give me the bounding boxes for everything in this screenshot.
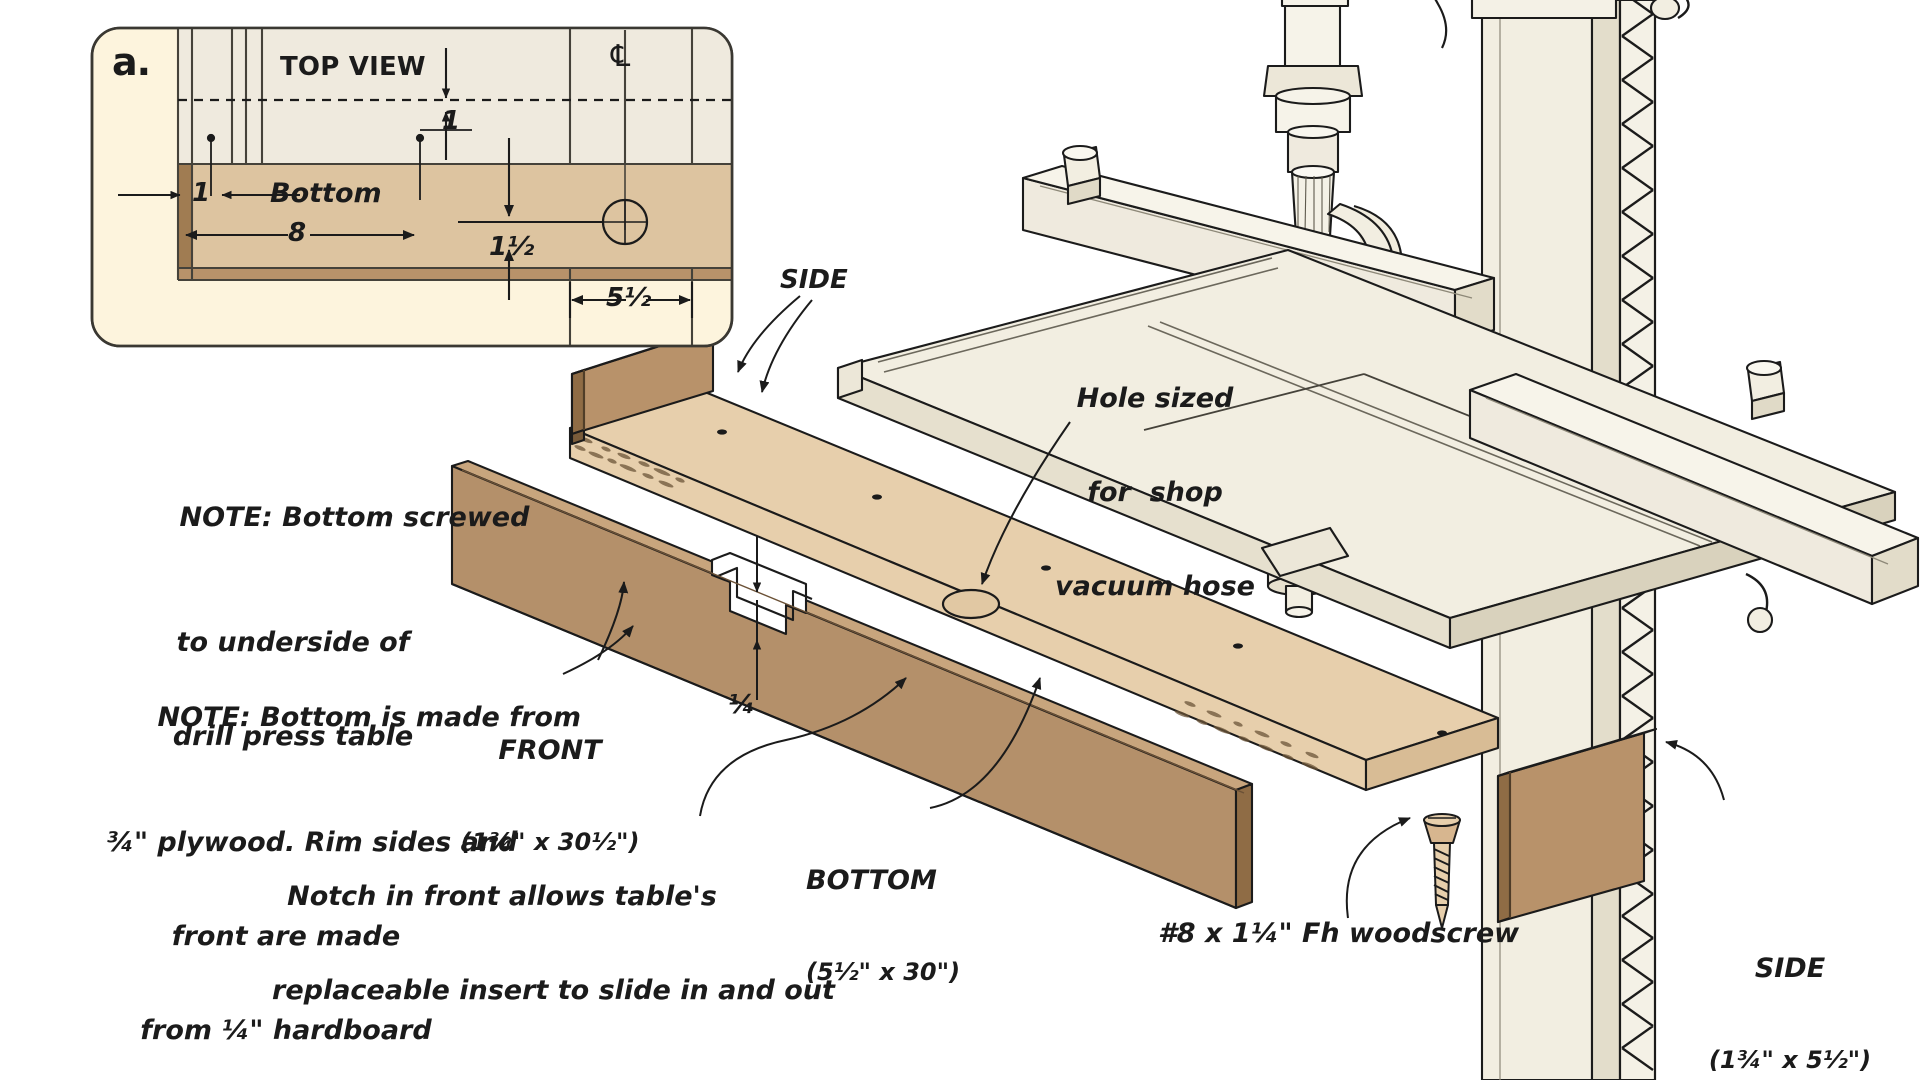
leader-front [597,581,629,661]
note-screwed-line-3: drill press table [172,721,414,753]
label-front-part: FRONT (1¾" x 30½") [450,672,650,919]
note-screwed-line-1: NOTE: Bottom screwed [128,471,530,565]
leader-hole-note [980,421,1071,585]
screw-pilot-holes [717,429,1447,736]
drill-press-table [836,144,1920,650]
leader-side-top [759,299,813,393]
front-rim [450,459,1254,910]
detail-key-label: a. [112,40,151,84]
dim-label-1-left: 1 [192,178,211,208]
note-notch-line-2: replaceable insert to slide in and out [272,974,835,1006]
label-side-name: SIDE [1754,952,1826,984]
label-bottom-size: (5½" x 30") [806,957,961,986]
note-hole-sized: Hole sized for shop vacuum hose [1020,320,1290,664]
leader-screw [1345,817,1411,919]
note-woodscrew: #8 x 1¼" Fh woodscrew [1158,918,1520,949]
note-notch: Notch in front allows table's replaceabl… [272,818,835,1069]
label-side-part: SIDE (1¾" x 5½") [1690,890,1890,1080]
plywood-edge-texture [574,436,1319,770]
vacuum-hose-hole [941,588,1001,620]
note-material-lead: NOTE: [157,701,251,733]
centerline-symbol: ℄ [611,39,631,74]
label-front-name: FRONT [498,734,602,766]
note-material-text-1: Bottom is made from [250,701,582,733]
label-side-top: SIDE [780,265,848,295]
side-rim-right [1496,727,1658,924]
dim-label-1-vertical: 1 [442,106,461,136]
note-hole-line-2: for shop [1087,476,1223,508]
leader-notch [699,677,907,817]
note-screwed-line-2: to underside of [176,627,410,659]
label-bottom-name: BOTTOM [806,864,937,896]
note-screwed-lead: NOTE: [179,501,273,533]
note-bottom-screwed: NOTE: Bottom screwed to underside of dri… [128,408,530,815]
label-front-size: (1¾" x 30½") [460,827,640,856]
flat-head-woodscrew [1423,813,1461,929]
leader-bottom [929,677,1042,809]
note-material-line-4: from ¼" hardboard [140,1015,432,1047]
dim-label-1-half: 1½ [489,232,535,262]
note-hole-line-1: Hole sized [1076,382,1234,414]
table-front-rail [1468,372,1920,606]
rail-clamp-knob-right [1745,359,1786,421]
detail-part-label-bottom: Bottom [270,178,382,209]
dim-1-5-vertical [458,138,604,300]
leader-lines [562,295,1725,919]
note-notch-line-1: Notch in front allows table's [287,880,717,912]
note-screwed-text-1: Bottom screwed [272,501,530,533]
detail-panel-a [90,26,734,348]
rail-clamp-knob-left [1061,144,1102,206]
label-side-size: (1¾" x 5½") [1708,1045,1872,1074]
drill-press-head [1262,0,1364,394]
dim-label-5-half: 5½ [606,283,652,313]
dim-label-hardboard-thickness: ¼ [728,690,755,720]
table-trunnion [1260,526,1350,578]
bottom-plywood-panel [568,388,1500,792]
leader-side-right [1665,739,1725,801]
detail-view-title: TOP VIEW [280,52,426,82]
note-material-line-3: front are made [171,921,401,953]
belt-housing [1280,0,1448,49]
dim-label-8: 8 [288,218,307,248]
column-collar [1470,0,1690,21]
note-hole-line-3: vacuum hose [1055,570,1255,602]
note-material-line-1: NOTE: Bottom is made from [106,671,582,765]
label-bottom-part: BOTTOM (5½" x 30") [806,802,1026,1049]
dim-5-5-horizontal [568,282,694,318]
